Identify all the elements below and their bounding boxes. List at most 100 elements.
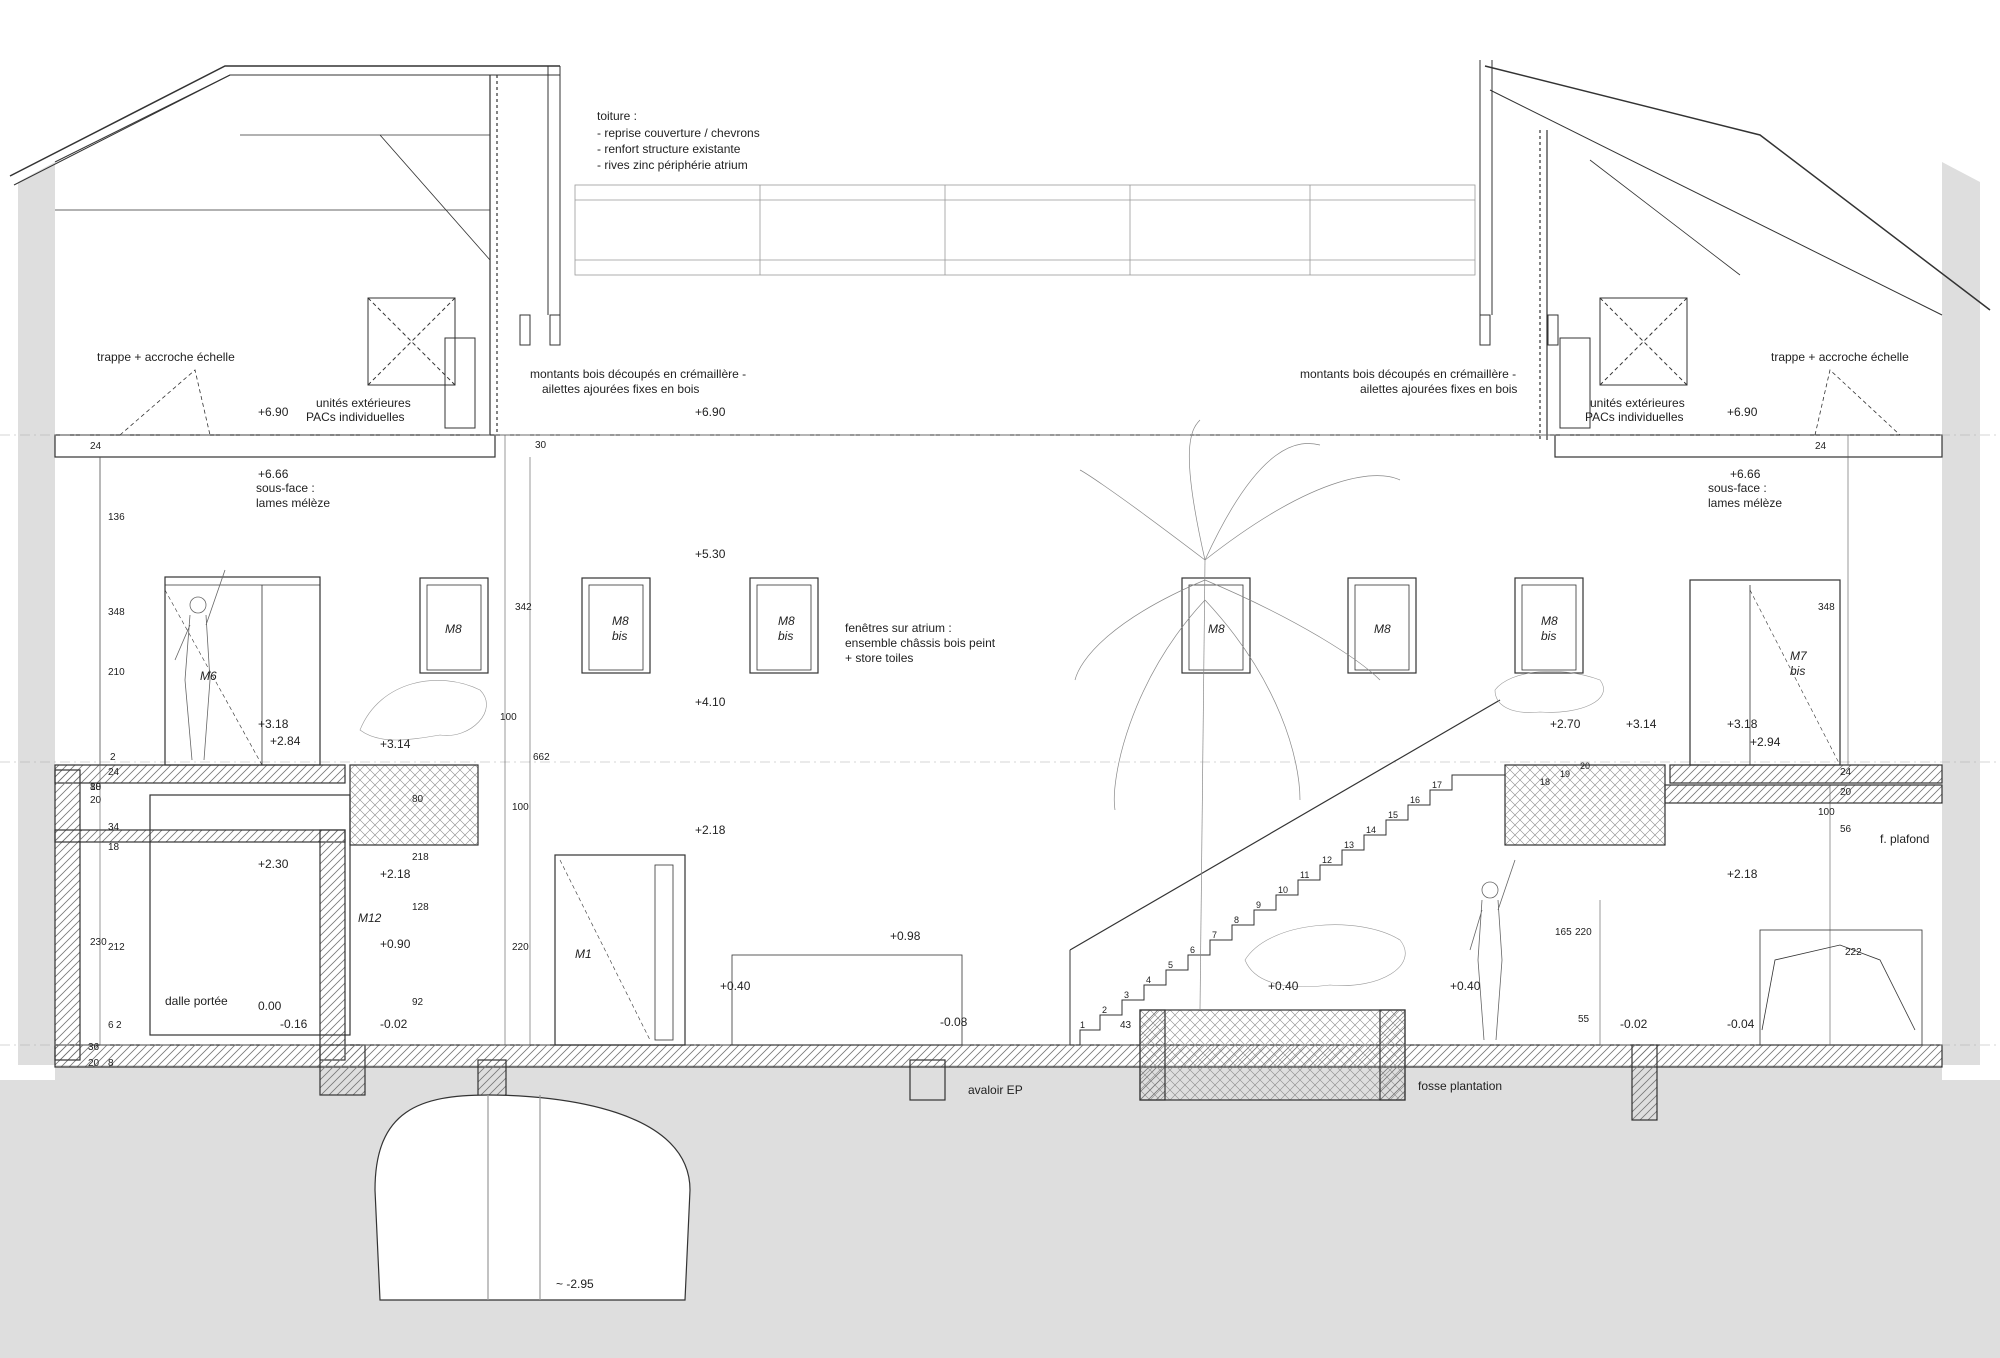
roof-terrace-slabs (0, 434, 2000, 458)
level-230: +2.30 (258, 857, 289, 871)
note-unites-left-2: PACs individuelles (306, 410, 405, 424)
level-markers: +6.90 +6.90 +6.90 +6.66 +6.66 +5.30 +4.1… (258, 405, 1781, 1291)
dim-212: 212 (108, 942, 125, 953)
level-318-left: +3.18 (258, 717, 289, 731)
stair-tread-11: 11 (1300, 870, 1309, 880)
right-roof (1479, 60, 1991, 440)
level-314-left: +3.14 (380, 737, 411, 751)
note-montants-left-2: ailettes ajourées fixes en bois (542, 382, 699, 396)
level-530: +5.30 (695, 547, 726, 561)
atrium-staircase (1069, 699, 1505, 1045)
dim-348: 348 (108, 607, 125, 618)
level-314-right: +3.14 (1626, 717, 1657, 731)
window-m8bis-a-label-2: bis (612, 629, 627, 643)
note-sousface-right-1: sous-face : (1708, 481, 1767, 495)
dim-18: 18 (108, 842, 120, 853)
dim-100c: 100 (1818, 807, 1835, 818)
window-m8-a-label: M8 (445, 622, 462, 636)
level-m002-left: -0.02 (380, 1017, 408, 1031)
stair-tread-20: 20 (1580, 761, 1590, 771)
palm-tree (1074, 419, 1401, 1011)
dim-92: 92 (412, 997, 424, 1008)
level-318-right: +3.18 (1727, 717, 1758, 731)
stair-tread-19: 19 (1560, 769, 1570, 779)
dim-128: 128 (412, 902, 429, 913)
dim-348-right: 348 (1818, 602, 1835, 613)
note-fenetres-3: + store toiles (845, 651, 913, 665)
dim-210: 210 (108, 667, 125, 678)
level-294: +2.94 (1750, 735, 1781, 749)
level-690-left: +6.90 (258, 405, 289, 419)
level-666-left: +6.66 (258, 467, 289, 481)
window-m8bis-a-label-1: M8 (612, 614, 629, 628)
dim-55: 55 (1578, 1014, 1590, 1025)
dim-56: 56 (1840, 824, 1852, 835)
dim-342: 342 (515, 602, 532, 613)
stair-tread-6: 6 (1190, 945, 1195, 955)
stair-tread-13: 13 (1344, 840, 1354, 850)
note-trappe-left: trappe + accroche échelle (97, 350, 235, 364)
level-270: +2.70 (1550, 717, 1581, 731)
level-m002-right: -0.02 (1620, 1017, 1648, 1031)
level-m295: ~ -2.95 (556, 1277, 594, 1291)
window-m7bis-label-2: bis (1790, 664, 1805, 678)
dim-165: 165 (1555, 927, 1572, 938)
level-284: +2.84 (270, 734, 301, 748)
right-building-openings (1181, 577, 1923, 1046)
note-sousface-left-1: sous-face : (256, 481, 315, 495)
dim-88: 88 (90, 782, 102, 793)
note-fenetres-2: ensemble châssis bois peint (845, 636, 996, 650)
window-m8-b-label: M8 (1208, 622, 1225, 636)
stair-tread-10: 10 (1278, 885, 1288, 895)
dim-20: 20 (90, 795, 102, 806)
level-218-mid: +2.18 (695, 823, 726, 837)
level-000: 0.00 (258, 999, 282, 1013)
window-m8bis-b-label-2: bis (778, 629, 793, 643)
level-218-right: +2.18 (1727, 867, 1758, 881)
note-toiture-1: - reprise couverture / chevrons (597, 126, 760, 140)
dimension-values: 24 136 348 210 2 24 10 20 88 34 18 230 2… (88, 440, 1862, 1069)
dim-43: 43 (1120, 1020, 1132, 1031)
note-trappe-right: trappe + accroche échelle (1771, 350, 1909, 364)
level-040-a: +0.40 (720, 979, 751, 993)
annotation-notes: toiture : - reprise couverture / chevron… (97, 109, 1929, 1097)
note-unites-right-2: PACs individuelles (1585, 410, 1684, 424)
note-montants-right-2: ailettes ajourées fixes en bois (1360, 382, 1517, 396)
left-building-openings (149, 576, 963, 1046)
level-040-b: +0.40 (1268, 979, 1299, 993)
note-avaloir: avaloir EP (968, 1083, 1023, 1097)
note-montants-right-1: montants bois découpés en crémaillère - (1300, 367, 1516, 381)
level-410: +4.10 (695, 695, 726, 709)
window-m12-label: M12 (358, 911, 382, 925)
dim-222: 222 (1845, 947, 1862, 958)
level-m008: -0.08 (940, 1015, 968, 1029)
stair-tread-17: 17 (1432, 780, 1442, 790)
atrium-skylight (574, 184, 1476, 276)
level-040-c: +0.40 (1450, 979, 1481, 993)
dim-2b: 2 (116, 1020, 122, 1031)
ground-mass (0, 162, 2000, 1358)
dim-24-left: 24 (90, 441, 102, 452)
level-m004: -0.04 (1727, 1017, 1755, 1031)
trap-door-arcs (119, 369, 1901, 436)
level-m016: -0.16 (280, 1017, 308, 1031)
note-unites-right-1: unités extérieures (1590, 396, 1685, 410)
note-fenetres-1: fenêtres sur atrium : (845, 621, 952, 635)
stair-tread-9: 9 (1256, 900, 1261, 910)
dimension-lines (99, 435, 1849, 1045)
dim-220b: 220 (1575, 927, 1592, 938)
stair-tread-12: 12 (1322, 855, 1332, 865)
dim-24b: 24 (108, 767, 120, 778)
dim-10: 10 (90, 782, 102, 793)
stair-tread-3: 3 (1124, 990, 1129, 1000)
dim-80: 80 (412, 794, 424, 805)
window-m6-label: M6 (200, 669, 217, 683)
dim-24-right: 24 (1815, 441, 1827, 452)
window-m8bis-b-label-1: M8 (778, 614, 795, 628)
note-fosse: fosse plantation (1418, 1079, 1502, 1093)
level-690-mid: +6.90 (695, 405, 726, 419)
stair-tread-16: 16 (1410, 795, 1420, 805)
window-m8bis-c-label-1: M8 (1541, 614, 1558, 628)
attic-vent-boxes (367, 297, 1688, 429)
